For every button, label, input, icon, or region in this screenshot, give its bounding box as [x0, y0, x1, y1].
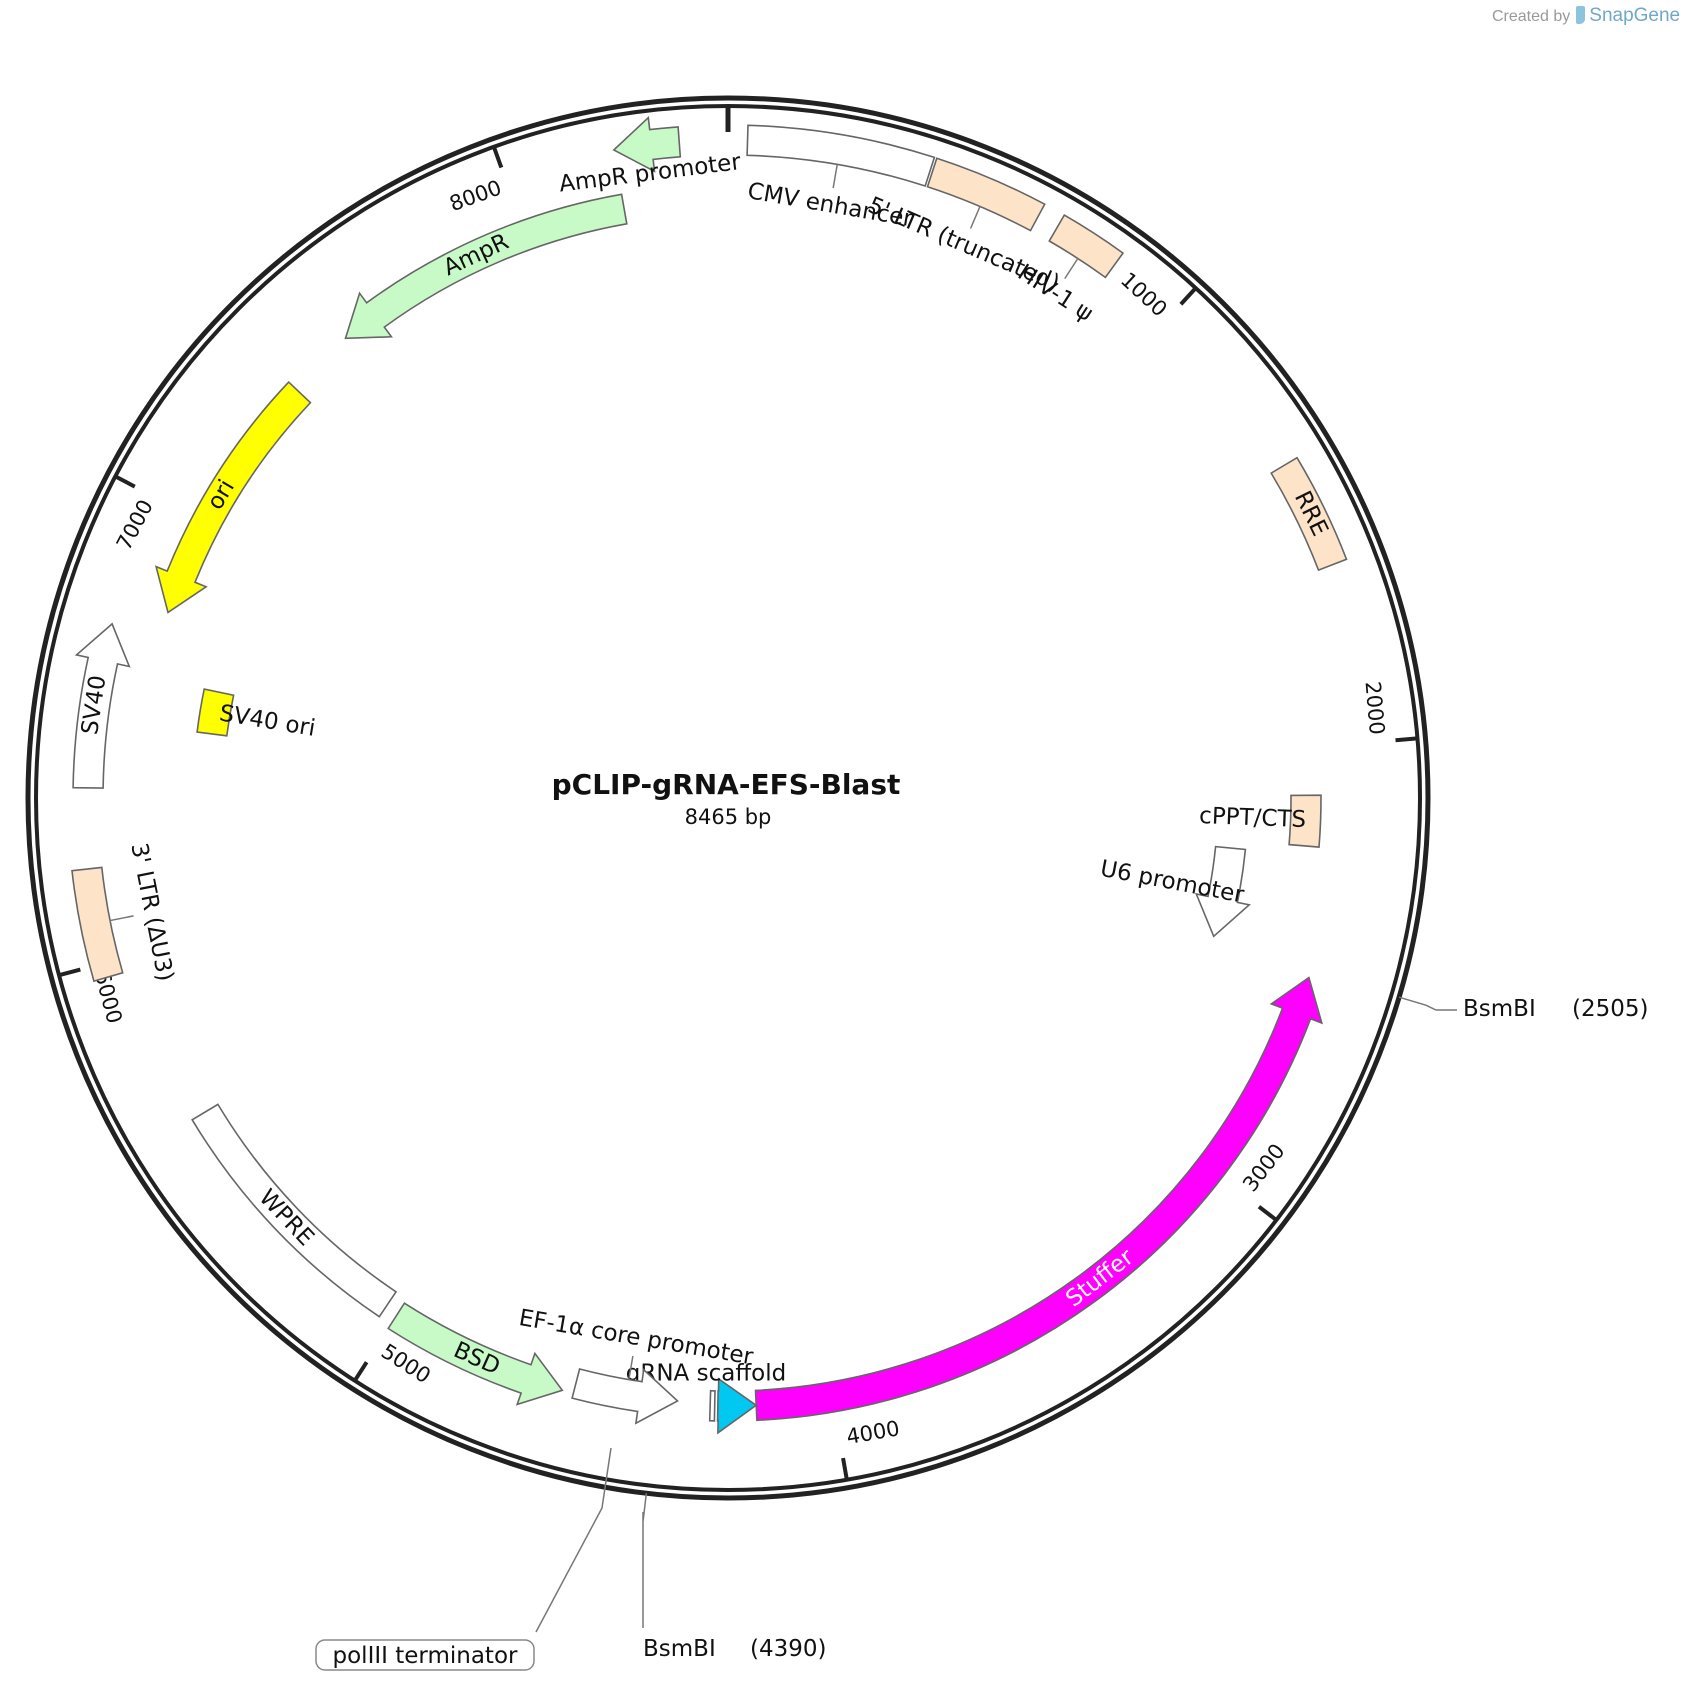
credit: Created by SnapGene — [1492, 5, 1680, 27]
feature-hiv-1-psi-leader — [1064, 258, 1079, 280]
feature-ampr-shape — [344, 193, 628, 340]
feature-sv40-ori-label: SV40 ori — [217, 700, 317, 741]
feature-stuffer-shape — [754, 976, 1324, 1422]
feature-5-ltr-shape — [926, 157, 1046, 232]
tick-mark-4000 — [841, 1457, 849, 1481]
feature-ef1a-core-promoter-shape — [571, 1368, 679, 1425]
feature-stuffer: Stuffer — [754, 976, 1324, 1422]
site-name: BsmBI — [643, 1636, 716, 1662]
feature-wpre-shape — [191, 1103, 398, 1318]
site-bsmbi-2505: BsmBI (2505) — [1398, 996, 1648, 1022]
snapgene-logo-icon — [1576, 6, 1586, 24]
sites-layer: BsmBI (2505) BsmBI (4390) — [642, 996, 1648, 1662]
tick-mark-3000 — [1257, 1205, 1278, 1222]
poliii-terminator-callout: polIII terminator — [315, 1447, 612, 1671]
feature-hiv-1-psi: HIV-1 ψ — [1013, 214, 1125, 327]
tick-label: 3000 — [1238, 1139, 1290, 1196]
site-name: BsmBI — [1463, 996, 1536, 1022]
feature-5-ltr-leader — [969, 206, 981, 229]
feature-u6-promoter-shape — [1194, 845, 1251, 938]
plasmid-size: 8465 bp — [685, 805, 772, 829]
tick-label: 7000 — [112, 496, 158, 554]
tick-mark-5000 — [353, 1361, 369, 1382]
site-position: (4390) — [750, 1636, 826, 1662]
site-bsmbi-4390-leader — [642, 1493, 648, 1628]
feature-poliii-terminator-shape — [708, 1389, 716, 1422]
tick-mark-7000 — [114, 474, 136, 489]
feature-cppt-cts-label: cPPT/CTS — [1199, 803, 1307, 833]
feature-3-ltr: 3' LTR (ΔU3) — [71, 841, 178, 984]
feature-bsd-shape — [387, 1302, 564, 1406]
feature-rre-shape — [1270, 456, 1348, 572]
feature-u6-promoter: U6 promoter — [1098, 845, 1251, 938]
site-bsmbi-2505-leader — [1398, 996, 1457, 1011]
feature-cmv-enhancer-leader — [832, 164, 838, 189]
tick-label: 4000 — [845, 1416, 902, 1449]
poliii-terminator-label: polIII terminator — [333, 1643, 518, 1669]
poliii-terminator-box — [315, 1639, 535, 1671]
feature-sv40-ori-shape — [196, 688, 235, 737]
feature-ampr-label: AmpR — [440, 229, 513, 282]
tick-mark-8000 — [491, 146, 504, 169]
backbone-outer — [25, 95, 1431, 1501]
feature-ampr: AmpR — [344, 193, 628, 340]
site-bsmbi-4390: BsmBI (4390) — [642, 1493, 826, 1662]
tick-label: 1000 — [1116, 268, 1172, 322]
feature-3-ltr-shape — [71, 866, 124, 983]
credit-prefix: Created by — [1492, 8, 1571, 25]
poliii-terminator-leader — [535, 1447, 612, 1633]
feature-ef1a-core-promoter-leader — [628, 1355, 634, 1380]
feature-ori-shape — [154, 380, 312, 614]
plasmid-name: pCLIP-gRNA-EFS-Blast — [552, 768, 901, 801]
feature-cppt-cts-shape — [1288, 794, 1322, 848]
feature-ampr-promoter: AmpR promoter — [558, 116, 743, 198]
feature-rre: RRE — [1270, 456, 1348, 572]
feature-cppt-cts: cPPT/CTS — [1199, 794, 1322, 848]
feature-sv40: SV40 — [72, 622, 131, 789]
feature-sv40-shape — [72, 622, 131, 789]
feature-wpre: WPRE — [191, 1103, 398, 1318]
feature-3-ltr-leader — [109, 915, 134, 922]
tick-label: 2000 — [1361, 680, 1390, 735]
tick-mark-1000 — [1179, 286, 1198, 306]
credit-brand: SnapGene — [1589, 5, 1681, 26]
feature-ori: ori — [154, 380, 312, 614]
feature-cmv-enhancer-shape — [746, 124, 936, 188]
feature-grna-scaffold: gRNA scaffold — [626, 1361, 786, 1435]
feature-poliii-terminator — [708, 1389, 716, 1422]
site-position: (2505) — [1572, 996, 1648, 1022]
feature-ampr-promoter-shape — [612, 116, 682, 173]
feature-grna-scaffold-shape — [716, 1377, 758, 1435]
feature-3-ltr-label: 3' LTR (ΔU3) — [125, 841, 178, 984]
feature-sv40-ori: SV40 ori — [196, 688, 317, 742]
feature-hiv-1-psi-shape — [1048, 214, 1125, 279]
tick-mark-6000 — [58, 967, 81, 978]
feature-stuffer-label: Stuffer — [1061, 1244, 1139, 1312]
tick-label: 8000 — [446, 175, 504, 216]
tick-mark-2000 — [1395, 736, 1418, 743]
